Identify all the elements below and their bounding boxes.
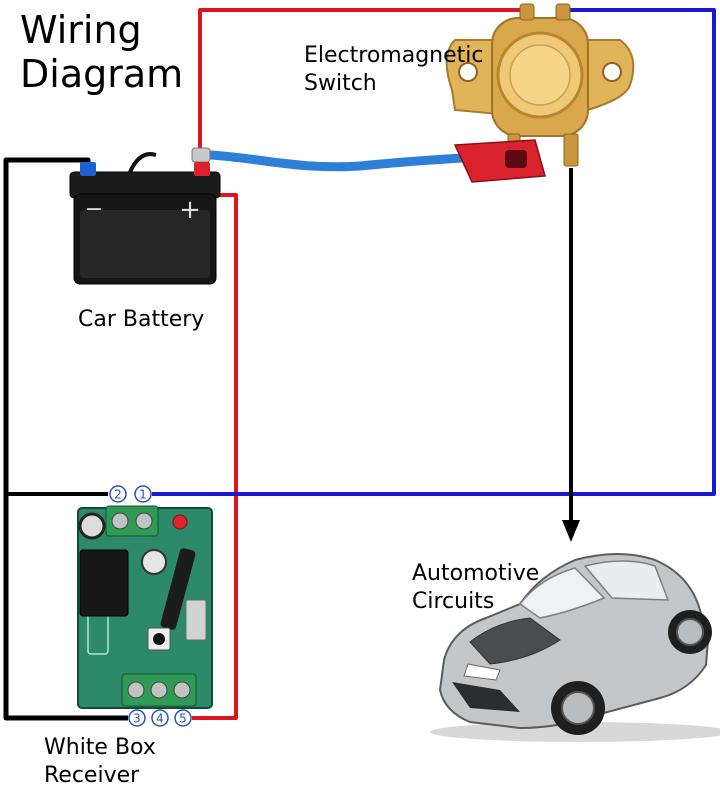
- screw-terminal-4: [150, 681, 168, 699]
- marker-1: 1: [139, 488, 147, 502]
- switch-terminal-bottom-right: [563, 133, 579, 167]
- car-side-window: [583, 560, 670, 601]
- marker-3-ring: [128, 709, 146, 727]
- battery-minus-label: −: [85, 197, 103, 222]
- capacitor-top: [78, 512, 106, 540]
- screw-terminal-1: [135, 512, 153, 530]
- push-button-cap: [153, 633, 165, 645]
- red-wire-battery-to-switch: [198, 8, 525, 160]
- screw-terminal-2: [111, 512, 129, 530]
- screw-terminal-5: [173, 681, 191, 699]
- arrowhead-icon: [562, 520, 580, 542]
- red-wire-battery-to-receiver: [192, 193, 238, 720]
- marker-2-ring: [109, 485, 127, 503]
- marker-5: 5: [179, 712, 187, 726]
- positive-post: [194, 162, 210, 176]
- blue-cable: [205, 150, 467, 172]
- receiver-label-line-2: Receiver: [44, 763, 140, 788]
- battery-shade: [80, 210, 210, 278]
- red-lug: [453, 139, 546, 183]
- switch-cable: [191, 139, 546, 183]
- screw-terminal-3: [127, 681, 145, 699]
- switch-terminal-top-right: [555, 3, 571, 21]
- diagram-title: Wiring Diagram: [20, 8, 183, 96]
- switch-label: Electromagnetic Switch: [304, 42, 483, 98]
- mount-hole-left: [458, 62, 478, 82]
- switch-terminal-top-left: [519, 3, 535, 21]
- battery-handle: [128, 152, 157, 173]
- circuits-label-line-1: Automotive: [412, 561, 540, 586]
- marker-4-ring: [151, 709, 169, 727]
- title-line-2: Diagram: [20, 52, 184, 96]
- blue-wire-switch-to-receiver: [152, 8, 716, 496]
- car-headlight: [463, 663, 501, 681]
- marker-4: 4: [156, 712, 164, 726]
- circuits-label: Automotive Circuits: [412, 560, 539, 616]
- negative-post: [80, 162, 96, 176]
- front-rim: [561, 691, 595, 725]
- title-line-1: Wiring: [20, 8, 142, 52]
- switch-cap-inner: [509, 44, 571, 106]
- terminal-markers: 1 2 3 4 5: [109, 485, 192, 727]
- chip: [185, 599, 207, 641]
- circuits-label-line-2: Circuits: [412, 589, 495, 614]
- mount-hole-right: [602, 62, 622, 82]
- red-led: [172, 514, 188, 530]
- antenna-coil: [160, 548, 196, 630]
- marker-5-ring: [174, 709, 192, 727]
- receiver-label: White Box Receiver: [44, 734, 156, 790]
- red-lug-opening: [505, 150, 527, 168]
- marker-2: 2: [114, 488, 122, 502]
- receiver-label-line-1: White Box: [44, 735, 156, 760]
- car-windshield: [518, 567, 606, 619]
- car-grille: [452, 682, 520, 712]
- electromagnetic-switch: [445, 3, 635, 167]
- rear-rim: [676, 618, 704, 646]
- switch-label-line-2: Switch: [304, 71, 377, 96]
- battery-label: Car Battery: [78, 307, 205, 332]
- ring-terminal: [191, 147, 211, 163]
- automotive-car-illustration: [430, 553, 720, 742]
- marker-1-ring: [134, 485, 152, 503]
- switch-label-line-1: Electromagnetic: [304, 43, 484, 68]
- battery-plus-label: +: [179, 195, 201, 225]
- relay: [79, 549, 129, 617]
- car-battery: − +: [69, 152, 221, 285]
- receiver-board: [77, 505, 213, 709]
- car-engine-bay: [469, 617, 561, 665]
- capacitor-mid: [141, 549, 167, 575]
- marker-3: 3: [133, 712, 141, 726]
